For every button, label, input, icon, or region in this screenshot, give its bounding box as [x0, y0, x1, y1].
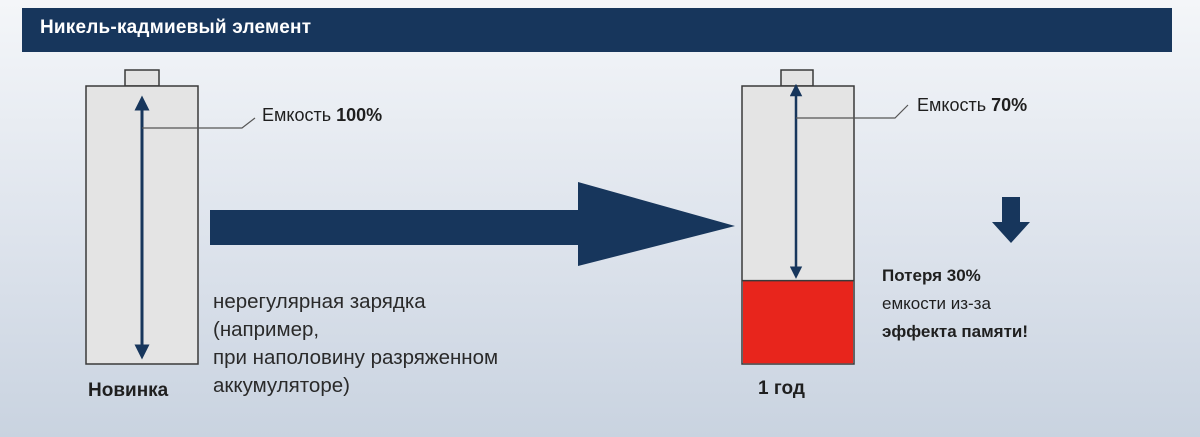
battery-year-name: 1 год [758, 378, 805, 399]
capacity-label: Емкость [262, 105, 332, 125]
loss-down-arrow-icon [992, 197, 1030, 243]
process-line: при наполовину разряженном [213, 346, 499, 369]
loss-line: емкости из-за [882, 294, 991, 313]
battery-new-name: Новинка [88, 380, 169, 401]
loss-line: Потеря 30% [882, 266, 981, 285]
capacity-label: Емкость [917, 95, 987, 115]
capacity-value: 70% [991, 95, 1028, 115]
process-arrow [210, 182, 735, 266]
battery-new-leader-line [142, 117, 256, 129]
process-line: (например, [213, 318, 320, 341]
loss-line: эффекта памяти! [882, 322, 1029, 341]
capacity-value: 100% [336, 105, 383, 125]
battery-new-capacity-caption: Емкость 100% [262, 105, 382, 126]
header-title: Никель-кадмиевый элемент [40, 17, 312, 38]
battery-year-lost-capacity [743, 280, 853, 364]
battery-new [85, 69, 256, 365]
battery-new-cap [124, 69, 160, 87]
loss-description: Потеря 30% емкости из-за эффекта памяти! [882, 262, 1028, 346]
process-line: аккумуляторе) [213, 374, 350, 397]
battery-year [741, 69, 909, 365]
process-line: нерегулярная зарядка [213, 290, 426, 313]
battery-year-capacity-caption: Емкость 70% [917, 95, 1027, 116]
battery-year-leader-line [796, 104, 909, 119]
battery-year-cap [780, 69, 814, 87]
process-description: нерегулярная зарядка (например, при напо… [213, 288, 498, 400]
header-bar: Никель-кадмиевый элемент [22, 8, 1172, 52]
